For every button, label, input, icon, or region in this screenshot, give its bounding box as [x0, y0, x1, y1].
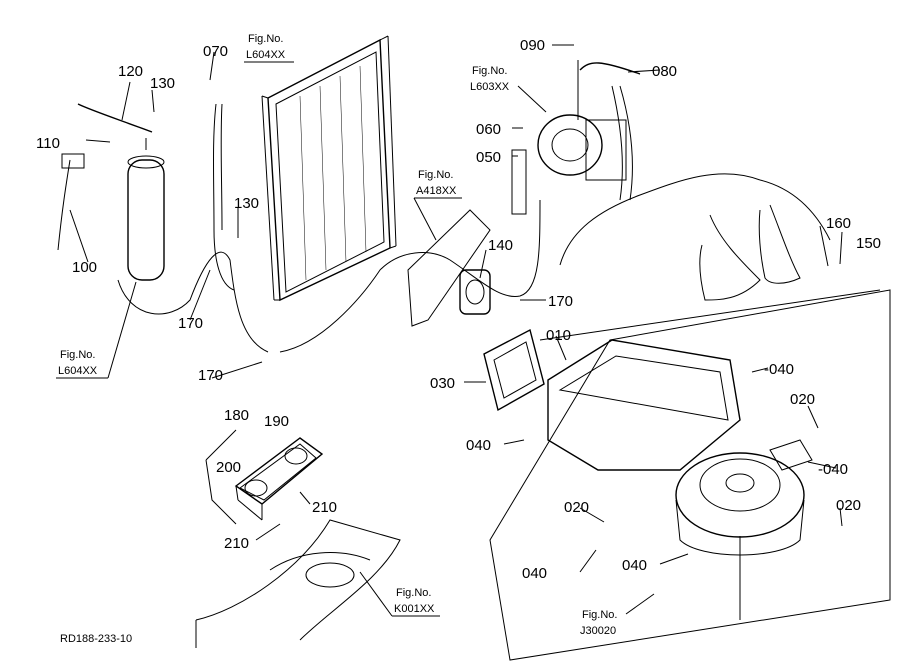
part-label-120[interactable]: 120 — [118, 63, 143, 80]
fig-ref-l603xx[interactable]: Fig.No. L603XX — [470, 65, 547, 113]
part-label-170-bottom[interactable]: 170 — [198, 367, 223, 384]
part-label-080[interactable]: 080 — [652, 63, 677, 80]
part-label-040-bottom[interactable]: 040 — [622, 557, 647, 574]
svg-text:Fig.No.: Fig.No. — [418, 169, 453, 181]
part-label-190[interactable]: 190 — [264, 413, 289, 430]
part-label-090[interactable]: 090 — [520, 37, 545, 54]
svg-text:A418XX: A418XX — [416, 185, 457, 197]
part-label-040-right[interactable]: -040 — [818, 461, 848, 478]
fig-ref-l604xx-left[interactable]: Fig.No. L604XX — [56, 281, 137, 379]
part-label-130-mid[interactable]: 130 — [234, 195, 259, 212]
part-label-180[interactable]: 180 — [224, 407, 249, 424]
fig-ref-k001xx[interactable]: Fig.No. K001XX — [359, 571, 440, 617]
control-panel — [205, 437, 324, 525]
part-label-150[interactable]: 150 — [856, 235, 881, 252]
part-labels: 120 130 110 100 070 130 170 170 090 080 … — [36, 37, 881, 582]
svg-text:L603XX: L603XX — [470, 81, 510, 93]
part-label-170-left[interactable]: 170 — [178, 315, 203, 332]
part-label-020-centre[interactable]: 020 — [564, 499, 589, 516]
part-label-100[interactable]: 100 — [72, 259, 97, 276]
part-label-170-right[interactable]: 170 — [548, 293, 573, 310]
part-label-130-top[interactable]: 130 — [150, 75, 175, 92]
fig-ref-j30020[interactable]: Fig.No. J30020 — [580, 593, 655, 637]
condenser — [261, 35, 397, 302]
receiver-drier — [57, 103, 165, 281]
part-label-200[interactable]: 200 — [216, 459, 241, 476]
fig-ref-l604xx-top[interactable]: Fig.No. L604XX — [244, 33, 294, 63]
drawing-code: RD188-233-10 — [60, 633, 132, 645]
part-label-030[interactable]: 030 — [430, 375, 455, 392]
console-frame — [195, 519, 401, 648]
part-label-110[interactable]: 110 — [36, 135, 60, 152]
svg-text:J30020: J30020 — [580, 625, 616, 637]
part-label-040-left[interactable]: 040 — [466, 437, 491, 454]
svg-text:Fig.No.: Fig.No. — [396, 587, 431, 599]
compressor — [537, 60, 627, 181]
part-label-210-left[interactable]: 210 — [224, 535, 249, 552]
hvac-unit — [489, 289, 891, 661]
part-label-040-top[interactable]: -040 — [764, 361, 794, 378]
leader-lines — [69, 44, 843, 573]
svg-text:L604XX: L604XX — [246, 49, 286, 61]
fig-ref-a418xx[interactable]: Fig.No. A418XX — [413, 169, 462, 241]
part-label-020-right[interactable]: 020 — [790, 391, 815, 408]
part-label-160[interactable]: 160 — [826, 215, 851, 232]
part-label-210-right[interactable]: 210 — [312, 499, 337, 516]
part-label-020-lower-right[interactable]: 020 — [836, 497, 861, 514]
part-label-010[interactable]: 010 — [546, 327, 571, 344]
svg-text:Fig.No.: Fig.No. — [582, 609, 617, 621]
svg-text:K001XX: K001XX — [394, 603, 435, 615]
svg-text:Fig.No.: Fig.No. — [472, 65, 507, 77]
refrigerant-hoses — [117, 62, 831, 353]
svg-text:Fig.No.: Fig.No. — [60, 349, 95, 361]
part-label-050[interactable]: 050 — [476, 149, 501, 166]
part-label-060[interactable]: 060 — [476, 121, 501, 138]
svg-text:Fig.No.: Fig.No. — [248, 33, 283, 45]
seal-and-plate — [407, 209, 545, 412]
part-label-070[interactable]: 070 — [203, 43, 228, 60]
part-label-040-bottom-left[interactable]: 040 — [522, 565, 547, 582]
svg-text:L604XX: L604XX — [58, 365, 98, 377]
part-label-140[interactable]: 140 — [488, 237, 513, 254]
